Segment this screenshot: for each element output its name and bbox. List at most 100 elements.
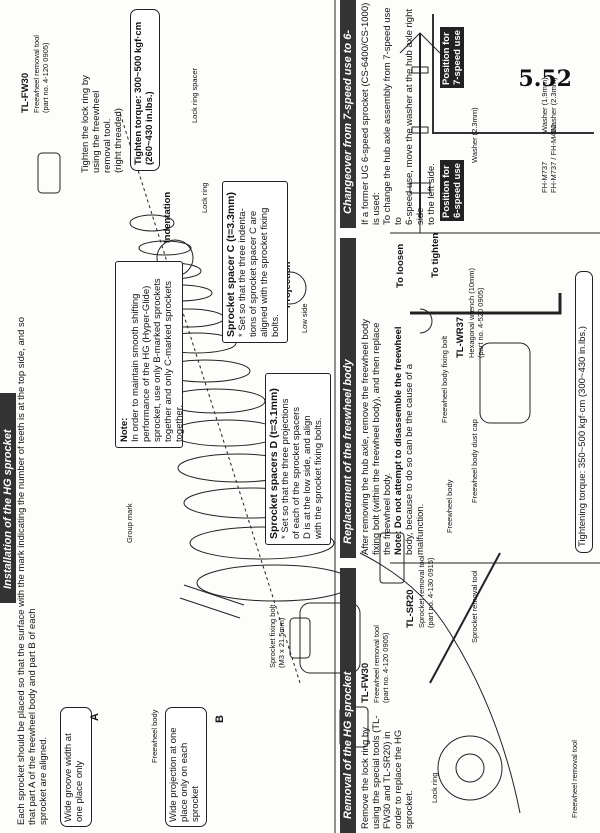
removal-fw-tool-label: Freewheel removal tool <box>570 740 579 818</box>
intro-text: Each sprocket should be placed so that t… <box>16 305 49 825</box>
desc-line: Freewheel removal tool <box>32 35 41 113</box>
text-line: If a former UG 6-speed sprocket (CS-6400… <box>360 2 371 225</box>
text-line: fixing bolt (within the freewheel body),… <box>371 322 382 555</box>
desc-line: (part no. 4-130 0915) <box>426 557 435 628</box>
to-loosen-label: To loosen <box>395 243 406 288</box>
page-number-box: 5.52 <box>432 14 594 134</box>
section-header-replacement: Replacement of the freewheel body <box>340 238 356 558</box>
intro-line: that part A of the freewheel body and pa… <box>27 608 38 825</box>
replacement-text: After removing the hub axle, remove the … <box>360 240 426 555</box>
note-line: place only on each <box>179 742 190 822</box>
section-header-removal: Removal of the HG sprocket <box>340 568 356 833</box>
text-line: sprocket. <box>404 790 415 829</box>
wide-groove-note: Wide groove width at one place only <box>60 707 92 827</box>
part-a-label: A <box>89 713 101 721</box>
text-line: bolts. <box>270 314 281 337</box>
desc-line: (part no. 4-120 0905) <box>41 42 50 113</box>
torque-line: Tighten torque: 300~500 kgf·cm <box>133 21 144 165</box>
section-header-installation: Installation of the HG sprocket <box>0 393 16 603</box>
text-line: tions of sprocket spacer C are <box>248 210 259 337</box>
text-line: Remove the lock ring by <box>360 727 371 829</box>
replacement-freewheel-body-label: Freewheel body <box>445 479 454 533</box>
text-line: * Set so that the three indenta- <box>237 208 248 337</box>
text-line: removal tool. <box>102 118 113 173</box>
note-line: together. <box>174 405 185 442</box>
to-tighten-label: To tighten <box>430 232 441 278</box>
text-line: D is at the low side, and align <box>302 415 313 539</box>
text-line: 6-speed use, move the washer at the hub … <box>404 9 426 225</box>
spacer-c-title: Sprocket spacer C (t=3.3mm) <box>225 191 237 337</box>
indentation-label: Indentation <box>162 191 173 243</box>
desc-line: Sprocket removal tool <box>417 555 426 628</box>
freewheel-body-replace-drawing <box>479 342 531 424</box>
replacement-dust-cap-label: Freewheel body dust cap <box>470 419 479 503</box>
pos-6-speed-badge: Position for 6-speed use <box>440 160 464 221</box>
note-line: sprocket, use only B-marked sprockets <box>152 278 163 442</box>
text-line: using the freewheel <box>91 90 102 173</box>
removal-text: Remove the lock ring by using the specia… <box>360 709 415 829</box>
desc-line: Freewheel removal tool <box>372 625 381 703</box>
tl-fw30-tool-drawing <box>37 152 61 194</box>
desc-line: (part no. 4-120 0905) <box>381 632 390 703</box>
text-line: of each of the sprocket spacers <box>291 406 302 539</box>
text-line: is used: <box>371 192 382 225</box>
text-line: with the sprocket fixing bolts. <box>313 417 324 539</box>
model-line: FH-M737 <box>540 161 549 193</box>
torque-line: (260~430 in.lbs.) <box>144 91 155 165</box>
desc-line: Hexagonal wrench (10mm) <box>467 267 476 358</box>
note-line: Wide groove width at <box>63 733 74 822</box>
spacers-d-box: Sprocket spacers D (t=3.1mm) * Set so th… <box>265 373 331 545</box>
lock-ring-spacer-label: Lock ring spacer <box>190 67 199 123</box>
note-line: performance of the HG (Hyper-Glide) <box>141 285 152 442</box>
tl-wr37-desc: Hexagonal wrench (10mm) (part no. 4-520 … <box>467 268 485 358</box>
page-number: 5.52 <box>518 66 572 92</box>
hex-wrench-drawing <box>410 293 562 315</box>
model-line: FH-M737 / FH-M452 <box>549 124 558 193</box>
text-line: After removing the hub axle, remove the … <box>360 318 371 555</box>
note-line: malfunction. <box>415 503 426 555</box>
intro-line: Each sprocket should be placed so that t… <box>16 316 27 825</box>
note-line: In order to maintain smooth shifting <box>130 293 141 442</box>
text-line: FW30 and TL-SR20) in <box>382 731 393 829</box>
text-line: aligned with the sprocket fixing <box>259 207 270 337</box>
removal-tool2-desc: Sprocket removal tool (part no. 4-130 09… <box>417 555 435 628</box>
note-line: one place only <box>74 760 85 822</box>
tl-wr37-label: TL-WR37 <box>455 316 466 358</box>
wide-projection-note: Wide projection at one place only on eac… <box>165 707 207 827</box>
label-line: Sprocket fixing bolt <box>268 604 277 668</box>
hub-model-list: FH-M737 FH-M737 / FH-M452 <box>540 124 558 193</box>
freewheel-body-drawing <box>299 602 361 674</box>
removal-sr-tool-label: Sprocket removal tool <box>470 570 479 643</box>
group-mark-label: Group mark <box>125 503 134 543</box>
removal-lock-ring-label: Lock ring <box>430 772 439 803</box>
text-line: the freewheel body. <box>382 472 393 555</box>
removal-tool1-label: TL-FW30 <box>360 662 371 703</box>
tl-fw30-top-desc: Freewheel removal tool (part no. 4-120 0… <box>32 35 50 113</box>
text-line: using the special tools (TL- <box>371 715 382 829</box>
sprocket-fixing-bolt-label: Sprocket fixing bolt (M3 x 21.5mm) <box>268 588 286 668</box>
intro-line: sprocket are aligned. <box>38 736 49 825</box>
text-line: (right threaded) <box>113 108 124 173</box>
removal-tool2-label: TL-SR20 <box>405 589 416 628</box>
desc-line: (part no. 4-520 0905) <box>476 287 485 358</box>
badge-line: Position for <box>441 32 452 85</box>
note-line: Wide projection at one <box>168 727 179 822</box>
text-line: to the left side. <box>426 163 437 225</box>
badge-line: 6-speed use <box>452 163 463 218</box>
text-line: To change the hub axle assembly from 7-s… <box>382 7 404 225</box>
changeover-text: If a former UG 6-speed sprocket (CS-6400… <box>360 0 437 225</box>
replacement-fixing-bolt-label: Freewheel body fixing bolt <box>440 335 449 423</box>
text-line: * Set so that the three projections <box>280 398 291 539</box>
torque-box-top: Tighten torque: 300~500 kgf·cm (260~430 … <box>130 9 160 171</box>
tighten-lock-ring-text: Tighten the lock ring by using the freew… <box>80 53 124 173</box>
removal-tool1-desc: Freewheel removal tool (part no. 4-120 0… <box>372 625 390 703</box>
lock-ring-drawing <box>129 214 175 232</box>
label-line: (M3 x 21.5mm) <box>277 617 286 668</box>
hg-note-box: Note: In order to maintain smooth shifti… <box>115 261 185 448</box>
sprocket-detail-drawing <box>437 735 503 801</box>
tl-fw30-top-label: TL-FW30 <box>20 72 31 113</box>
part-b-label: B <box>214 715 226 723</box>
badge-line: 7-speed use <box>452 30 463 85</box>
